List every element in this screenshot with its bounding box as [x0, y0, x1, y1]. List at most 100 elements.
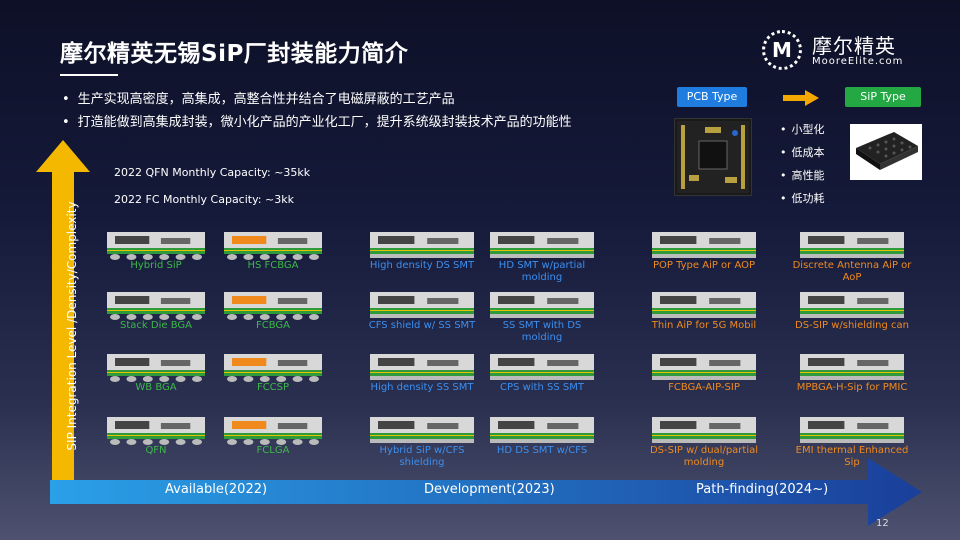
- package-cross-section-icon: [652, 417, 756, 443]
- package-label: EMI thermal Enhanced Sip: [795, 445, 909, 468]
- package-label: FCCSP: [256, 382, 290, 393]
- package-cross-section-icon: [370, 292, 474, 318]
- package-cross-section-icon: [800, 354, 904, 380]
- package-label: Hybrid SiP: [130, 260, 182, 271]
- package-cross-section-icon: [224, 232, 322, 260]
- package-item: HD SMT w/partial molding: [482, 230, 602, 283]
- intro-bullets: 生产实现高密度，高集成，高整合性并结合了电磁屏蔽的工艺产品 打造能做到高集成封装…: [62, 88, 572, 134]
- package-cross-section-icon: [224, 292, 322, 320]
- package-cross-section-icon: [370, 417, 474, 443]
- package-item: EMI thermal Enhanced Sip: [792, 415, 912, 468]
- page-title: 摩尔精英无锡SiP厂封装能力简介: [60, 41, 409, 67]
- package-cross-section-icon: [800, 417, 904, 443]
- package-item: Stack Die BGA: [96, 290, 216, 338]
- package-cross-section-icon: [107, 417, 205, 445]
- sip-chip-image: [850, 124, 922, 180]
- package-cross-section-icon: [107, 354, 205, 382]
- y-axis-label: SIP Integration Level /Density/Complexit…: [65, 201, 79, 451]
- package-label: DS-SIP w/ dual/partial molding: [649, 445, 759, 468]
- y-axis-arrow: [36, 140, 90, 480]
- pcb-board-icon: [677, 121, 749, 193]
- package-item: High density DS SMT: [362, 230, 482, 278]
- package-item: DS-SIP w/ dual/partial molding: [644, 415, 764, 468]
- logo-chinese-name: 摩尔精英: [812, 34, 896, 58]
- feature-item: 低成本: [780, 141, 825, 164]
- package-item: Thin AiP for 5G Mobil: [644, 290, 764, 338]
- x-axis-arrow: [50, 458, 922, 526]
- pcb-board-image: [674, 118, 752, 196]
- package-item: HD DS SMT w/CFS: [482, 415, 602, 463]
- logo-mark-icon: M: [762, 30, 802, 70]
- package-cross-section-icon: [490, 354, 594, 380]
- package-label: Thin AiP for 5G Mobil: [651, 320, 757, 331]
- feature-item: 低功耗: [780, 187, 825, 210]
- sip-features-list: 小型化 低成本 高性能 低功耗: [780, 118, 825, 210]
- x-label-available: Available(2022): [165, 482, 268, 497]
- package-item: Hybrid SiP: [96, 230, 216, 278]
- package-label: DS-SIP w/shielding can: [795, 320, 909, 331]
- package-cross-section-icon: [490, 292, 594, 318]
- package-cross-section-icon: [652, 292, 756, 318]
- package-cross-section-icon: [652, 232, 756, 258]
- x-label-development: Development(2023): [424, 482, 555, 497]
- package-item: FCLGA: [213, 415, 333, 463]
- package-label: High density DS SMT: [369, 260, 475, 271]
- pcb-type-badge: PCB Type: [677, 87, 747, 107]
- package-item: FCBGA: [213, 290, 333, 338]
- package-label: QFN: [145, 445, 167, 456]
- sip-type-badge: SiP Type: [845, 87, 921, 107]
- package-label: HS FCBGA: [247, 260, 299, 271]
- package-item: CFS shield w/ SS SMT: [362, 290, 482, 338]
- qfn-capacity-text: 2022 QFN Monthly Capacity: ~35kk: [114, 166, 311, 179]
- package-label: CFS shield w/ SS SMT: [368, 320, 476, 331]
- package-item: POP Type AiP or AOP: [644, 230, 764, 278]
- package-item: DS-SIP w/shielding can: [792, 290, 912, 338]
- bullet-item: 生产实现高密度，高集成，高整合性并结合了电磁屏蔽的工艺产品: [62, 88, 572, 111]
- package-label: HD DS SMT w/CFS: [496, 445, 588, 456]
- package-cross-section-icon: [107, 292, 205, 320]
- fc-capacity-text: 2022 FC Monthly Capacity: ~3kk: [114, 193, 294, 206]
- package-label: FCBGA: [255, 320, 290, 331]
- package-label: Discrete Antenna AiP or AoP: [792, 260, 912, 283]
- package-label: WB BGA: [135, 382, 177, 393]
- package-label: SS SMT with DS molding: [502, 320, 582, 343]
- title-underline: [60, 74, 118, 76]
- package-cross-section-icon: [370, 232, 474, 258]
- package-item: FCBGA-AIP-SIP: [644, 352, 764, 400]
- package-item: HS FCBGA: [213, 230, 333, 278]
- package-item: SS SMT with DS molding: [482, 290, 602, 343]
- package-cross-section-icon: [107, 232, 205, 260]
- package-item: WB BGA: [96, 352, 216, 400]
- feature-item: 高性能: [780, 164, 825, 187]
- package-item: QFN: [96, 415, 216, 463]
- package-item: Discrete Antenna AiP or AoP: [792, 230, 912, 283]
- package-label: FCLGA: [256, 445, 290, 456]
- package-label: HD SMT w/partial molding: [498, 260, 586, 283]
- package-item: MPBGA-H-Sip for PMIC: [792, 352, 912, 400]
- package-label: Hybrid SiP w/CFS shielding: [379, 445, 465, 468]
- package-item: Hybrid SiP w/CFS shielding: [362, 415, 482, 468]
- page-number: 12: [876, 518, 889, 529]
- package-item: CPS with SS SMT: [482, 352, 602, 400]
- bullet-item: 打造能做到高集成封装，微小化产品的产业化工厂，提升系统级封装技术产品的功能性: [62, 111, 572, 134]
- package-cross-section-icon: [224, 354, 322, 382]
- company-logo: M 摩尔精英 MooreElite.com: [762, 28, 912, 72]
- package-cross-section-icon: [652, 354, 756, 380]
- package-cross-section-icon: [800, 232, 904, 258]
- package-label: Stack Die BGA: [120, 320, 192, 331]
- package-label: CPS with SS SMT: [500, 382, 584, 393]
- package-item: High density SS SMT: [362, 352, 482, 400]
- feature-item: 小型化: [780, 118, 825, 141]
- package-item: FCCSP: [213, 352, 333, 400]
- package-label: High density SS SMT: [370, 382, 474, 393]
- package-label: MPBGA-H-Sip for PMIC: [796, 382, 908, 393]
- arrow-right-icon: [783, 90, 819, 106]
- package-cross-section-icon: [370, 354, 474, 380]
- package-cross-section-icon: [490, 232, 594, 258]
- x-label-pathfinding: Path-finding(2024~): [696, 482, 829, 497]
- package-cross-section-icon: [224, 417, 322, 445]
- package-cross-section-icon: [800, 292, 904, 318]
- logo-english-name: MooreElite.com: [812, 56, 904, 67]
- package-label: FCBGA-AIP-SIP: [668, 382, 740, 393]
